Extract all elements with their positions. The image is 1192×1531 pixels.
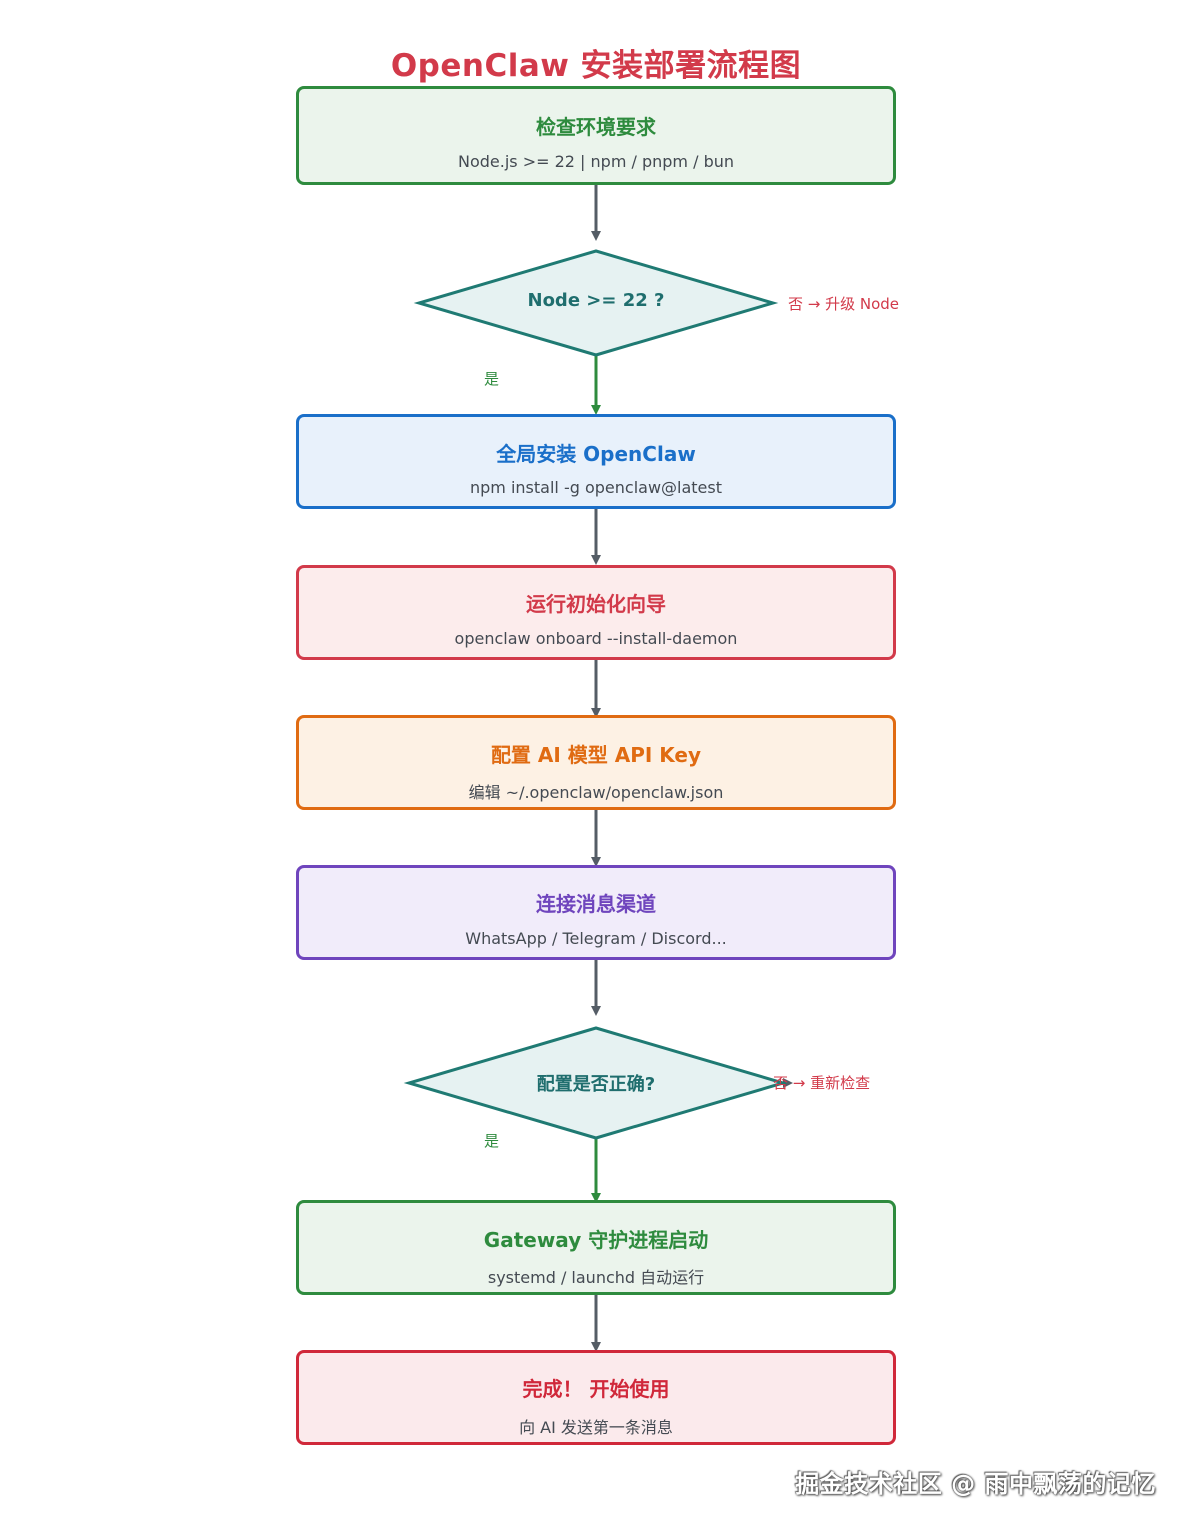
watermark: 掘金技术社区 @ 雨中飘荡的记忆: [795, 1470, 1156, 1498]
step-subtitle: systemd / launchd 自动运行: [487, 1268, 705, 1287]
step-title: 全局安装 OpenClaw: [496, 442, 696, 466]
step-done: 完成！ 开始使用 向 AI 发送第一条消息: [296, 1350, 896, 1445]
step-check-environment: 检查环境要求 Node.js >= 22 | npm / pnpm / bun: [296, 86, 896, 185]
step-gateway-daemon: Gateway 守护进程启动 systemd / launchd 自动运行: [296, 1200, 896, 1295]
step-subtitle: npm install -g openclaw@latest: [470, 478, 722, 497]
step-title: 运行初始化向导: [526, 592, 666, 616]
step-title: 检查环境要求: [536, 115, 656, 139]
step-run-onboard-wizard: 运行初始化向导 openclaw onboard --install-daemo…: [296, 565, 896, 660]
step-title: 配置 AI 模型 API Key: [490, 743, 702, 767]
decision-node-version-yes-label: 是: [484, 370, 500, 388]
decision-config-ok-yes-label: 是: [484, 1132, 500, 1150]
decision-config-ok-no-label: 否 → 重新检查: [773, 1074, 871, 1092]
step-install-openclaw: 全局安装 OpenClaw npm install -g openclaw@la…: [296, 414, 896, 509]
step-subtitle: WhatsApp / Telegram / Discord...: [465, 929, 727, 948]
decision-text-node-version: Node >= 22 ?: [527, 290, 665, 311]
decision-diamond-node-version: [413, 249, 779, 357]
step-subtitle: openclaw onboard --install-daemon: [454, 629, 738, 648]
step-subtitle: Node.js >= 22 | npm / pnpm / bun: [457, 152, 734, 171]
step-subtitle: 向 AI 发送第一条消息: [519, 1418, 673, 1437]
decision-diamond-config-ok: [403, 1026, 789, 1140]
decision-text-config-ok: 配置是否正确?: [536, 1074, 656, 1095]
decision-node-version-no-label: 否 → 升级 Node: [788, 295, 900, 313]
step-title: 连接消息渠道: [536, 892, 656, 916]
step-subtitle: 编辑 ~/.openclaw/openclaw.json: [468, 783, 724, 802]
step-connect-channels: 连接消息渠道 WhatsApp / Telegram / Discord...: [296, 865, 896, 960]
page-title: OpenClaw 安装部署流程图: [390, 48, 802, 84]
step-configure-api-key: 配置 AI 模型 API Key 编辑 ~/.openclaw/openclaw…: [296, 715, 896, 810]
step-title: 完成！ 开始使用: [522, 1377, 670, 1401]
step-title: Gateway 守护进程启动: [483, 1228, 709, 1252]
